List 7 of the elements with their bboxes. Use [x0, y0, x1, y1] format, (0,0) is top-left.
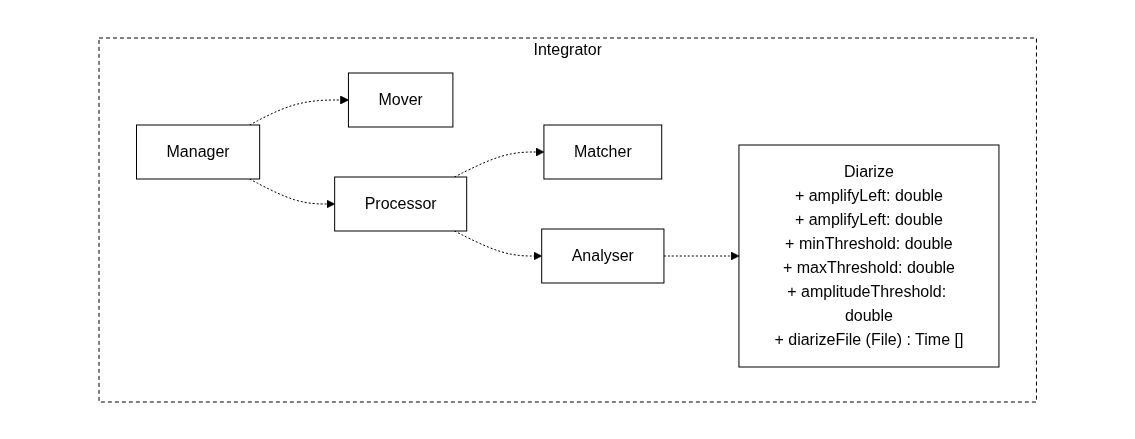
node-box: Mover — [347, 72, 454, 127]
node-box: Analyser — [540, 228, 665, 283]
node-box: Processor — [333, 176, 467, 231]
arrow — [663, 251, 740, 260]
node-box: Manager — [135, 124, 260, 179]
node-box: Diarize + amplifyLeft: double + amplifyLeft: double + minThreshold: double + maxThreshold: double + amplitudeThreshold: double + diarizeFile (File) : Time [] — [738, 144, 1000, 367]
node-box: Matcher — [543, 124, 662, 179]
